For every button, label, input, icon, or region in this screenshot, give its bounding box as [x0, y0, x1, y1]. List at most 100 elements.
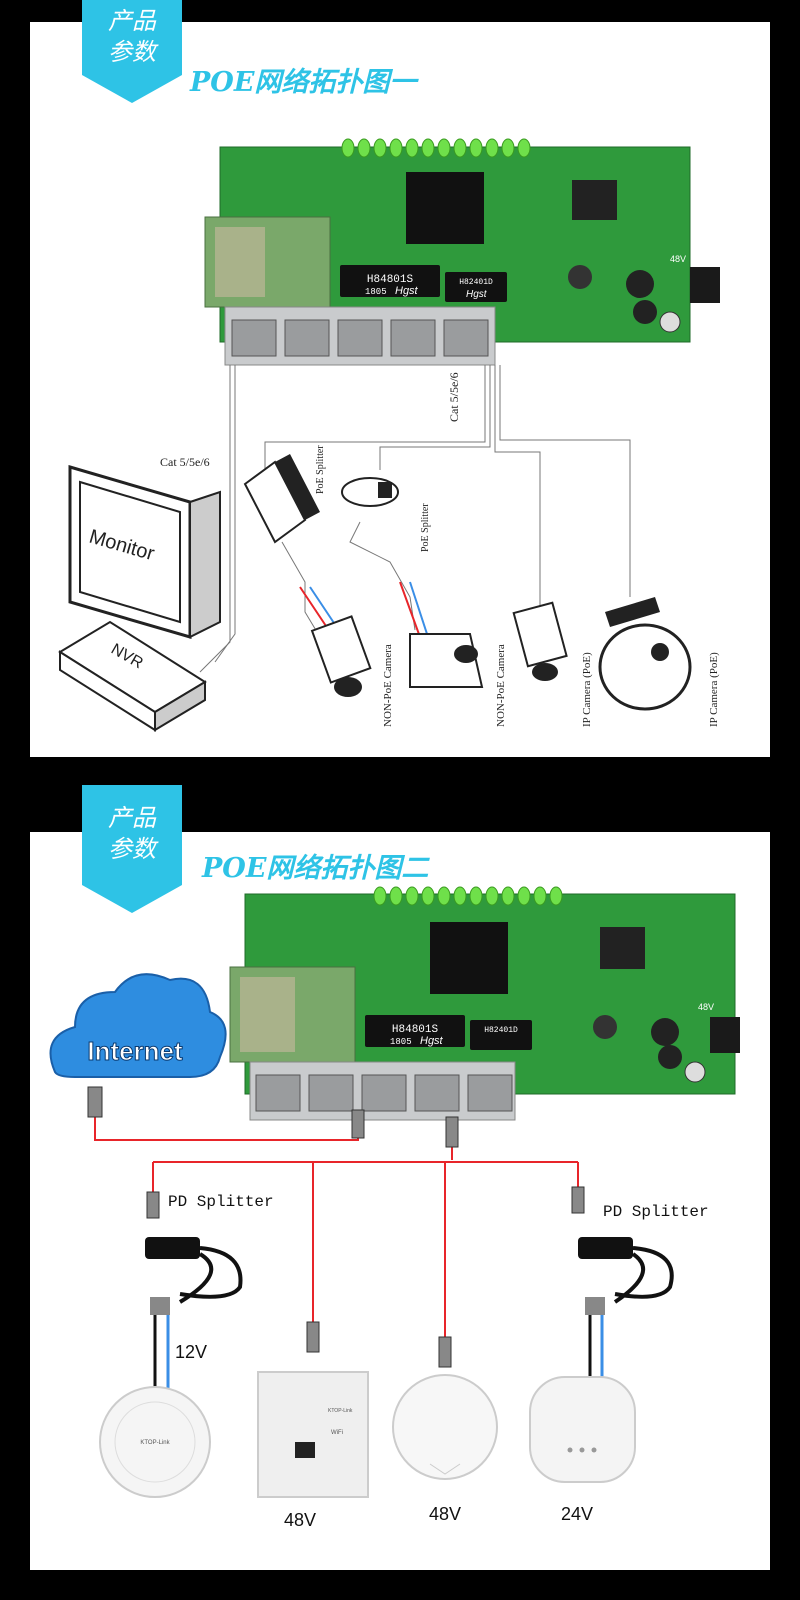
poe-splitter-2	[341, 477, 399, 507]
voltage-label-12v: 12V	[175, 1342, 207, 1362]
ap1-brand: KTOP-Link	[140, 1440, 170, 1446]
led	[533, 886, 547, 906]
splitter-label-left: PD Splitter	[168, 1193, 274, 1211]
camera-label-1: NON-PoE Camera	[382, 644, 394, 727]
panel-title: POE网络拓扑图一	[190, 67, 417, 98]
rj45-port	[390, 319, 436, 357]
non-poe-camera-2	[512, 601, 568, 681]
connectors	[87, 1086, 585, 1368]
dome-camera-1	[409, 633, 484, 688]
led	[517, 886, 531, 906]
chip-label-2: H82401D	[459, 278, 493, 287]
poe-splitter-1	[243, 454, 320, 544]
chip-label-1: H84801S	[392, 1024, 439, 1036]
topology-diagram-2: H84801S 1805 Hgst H82401D 48V Internet	[49, 886, 740, 1530]
non-poe-camera-1	[310, 615, 372, 697]
rj45-port	[231, 319, 277, 357]
rj45-port	[308, 1074, 354, 1112]
led	[469, 886, 483, 906]
poe-switch-board	[229, 886, 740, 1121]
led	[389, 138, 403, 158]
led-row	[341, 138, 531, 158]
monitor-icon	[68, 465, 221, 639]
led	[437, 138, 451, 158]
voltage-label-48v-1: 48V	[284, 1510, 316, 1530]
power-label: 48V	[670, 254, 686, 264]
topology-panel-1: 产品 参数 POE网络拓扑图一	[30, 0, 770, 757]
network-cables	[199, 365, 631, 673]
camera-label-2: NON-PoE Camera	[495, 644, 507, 727]
product-params-badge: 产品 参数	[82, 0, 182, 103]
power-jack	[710, 1017, 740, 1053]
led	[405, 138, 419, 158]
led	[485, 886, 499, 906]
pd-splitter-left	[145, 1237, 243, 1315]
product-params-badge: 产品 参数	[82, 785, 182, 913]
ap2-wifi: WiFi	[331, 1430, 343, 1436]
led	[341, 138, 355, 158]
led	[421, 138, 435, 158]
led	[501, 138, 515, 158]
rj45-port	[284, 319, 330, 357]
square-ap-right	[529, 1376, 636, 1483]
heatsink-small	[600, 927, 645, 969]
power-label: 48V	[698, 1002, 714, 1012]
rj45-port	[337, 319, 383, 357]
internet-label: Internet	[87, 1036, 183, 1066]
pd-splitter-right	[578, 1237, 674, 1315]
led	[373, 886, 387, 906]
nvr-icon	[58, 620, 207, 732]
chip-label-1: H84801S	[367, 274, 414, 286]
rj45-port	[361, 1074, 407, 1112]
round-ap-center	[392, 1374, 498, 1480]
rj45-port	[255, 1074, 301, 1112]
led	[389, 886, 403, 906]
chip-sub-1: 1805	[390, 1037, 412, 1047]
chip-sub-1: 1805	[365, 287, 387, 297]
splitter-label-1: PoE Splitter	[315, 445, 326, 494]
transformer-chip-1	[365, 1015, 465, 1047]
led	[405, 886, 419, 906]
rj45-port	[414, 1074, 460, 1112]
transformer-chip-2	[470, 1020, 532, 1050]
chip-brand-1: Hgst	[395, 285, 419, 297]
camera-label-4: IP Camera (PoE)	[708, 652, 720, 727]
rj45-port	[443, 319, 489, 357]
led	[421, 886, 435, 906]
voltage-label-48v-2: 48V	[429, 1504, 461, 1524]
ip-camera-dome	[598, 597, 692, 711]
led	[469, 138, 483, 158]
internet-cloud-icon	[49, 973, 227, 1078]
camera-label-3: IP Camera (PoE)	[581, 652, 593, 727]
transformer-chip-2	[445, 272, 507, 302]
rj45-ports	[224, 306, 496, 366]
led	[357, 138, 371, 158]
led	[517, 138, 531, 158]
splitter-label-right: PD Splitter	[603, 1203, 709, 1221]
power-cables	[299, 581, 429, 638]
rj45-port	[467, 1074, 513, 1112]
cable-label-right: Cat 5/5e/6	[447, 372, 461, 422]
led	[501, 886, 515, 906]
heatsink	[430, 922, 508, 994]
wall-panel-ap	[257, 1371, 369, 1498]
led	[437, 886, 451, 906]
panel-title: POE网络拓扑图二	[202, 853, 429, 884]
heatsink-small	[572, 180, 617, 220]
chip-label-2: H82401D	[484, 1026, 518, 1035]
topology-panel-2: 产品 参数 POE网络拓扑图二 H84801S 1805 Hgst	[30, 785, 770, 1570]
rj45-ports	[249, 1061, 516, 1121]
ceiling-ap-left	[99, 1386, 211, 1498]
chip-brand-2: Hgst	[466, 289, 488, 300]
heatsink	[406, 172, 484, 244]
led	[485, 138, 499, 158]
topology-diagram-1: H84801S 1805 Hgst H82401D Hgst 48V Cat 5…	[58, 138, 720, 732]
power-jack	[690, 267, 720, 303]
transformer-chip-1	[340, 265, 440, 297]
splitter-label-2: PoE Splitter	[420, 503, 431, 552]
led	[453, 138, 467, 158]
led	[453, 886, 467, 906]
chip-brand-1: Hgst	[420, 1035, 444, 1047]
ap2-brand: KTOP-Link	[328, 1408, 353, 1414]
poe-switch-board	[204, 138, 720, 366]
